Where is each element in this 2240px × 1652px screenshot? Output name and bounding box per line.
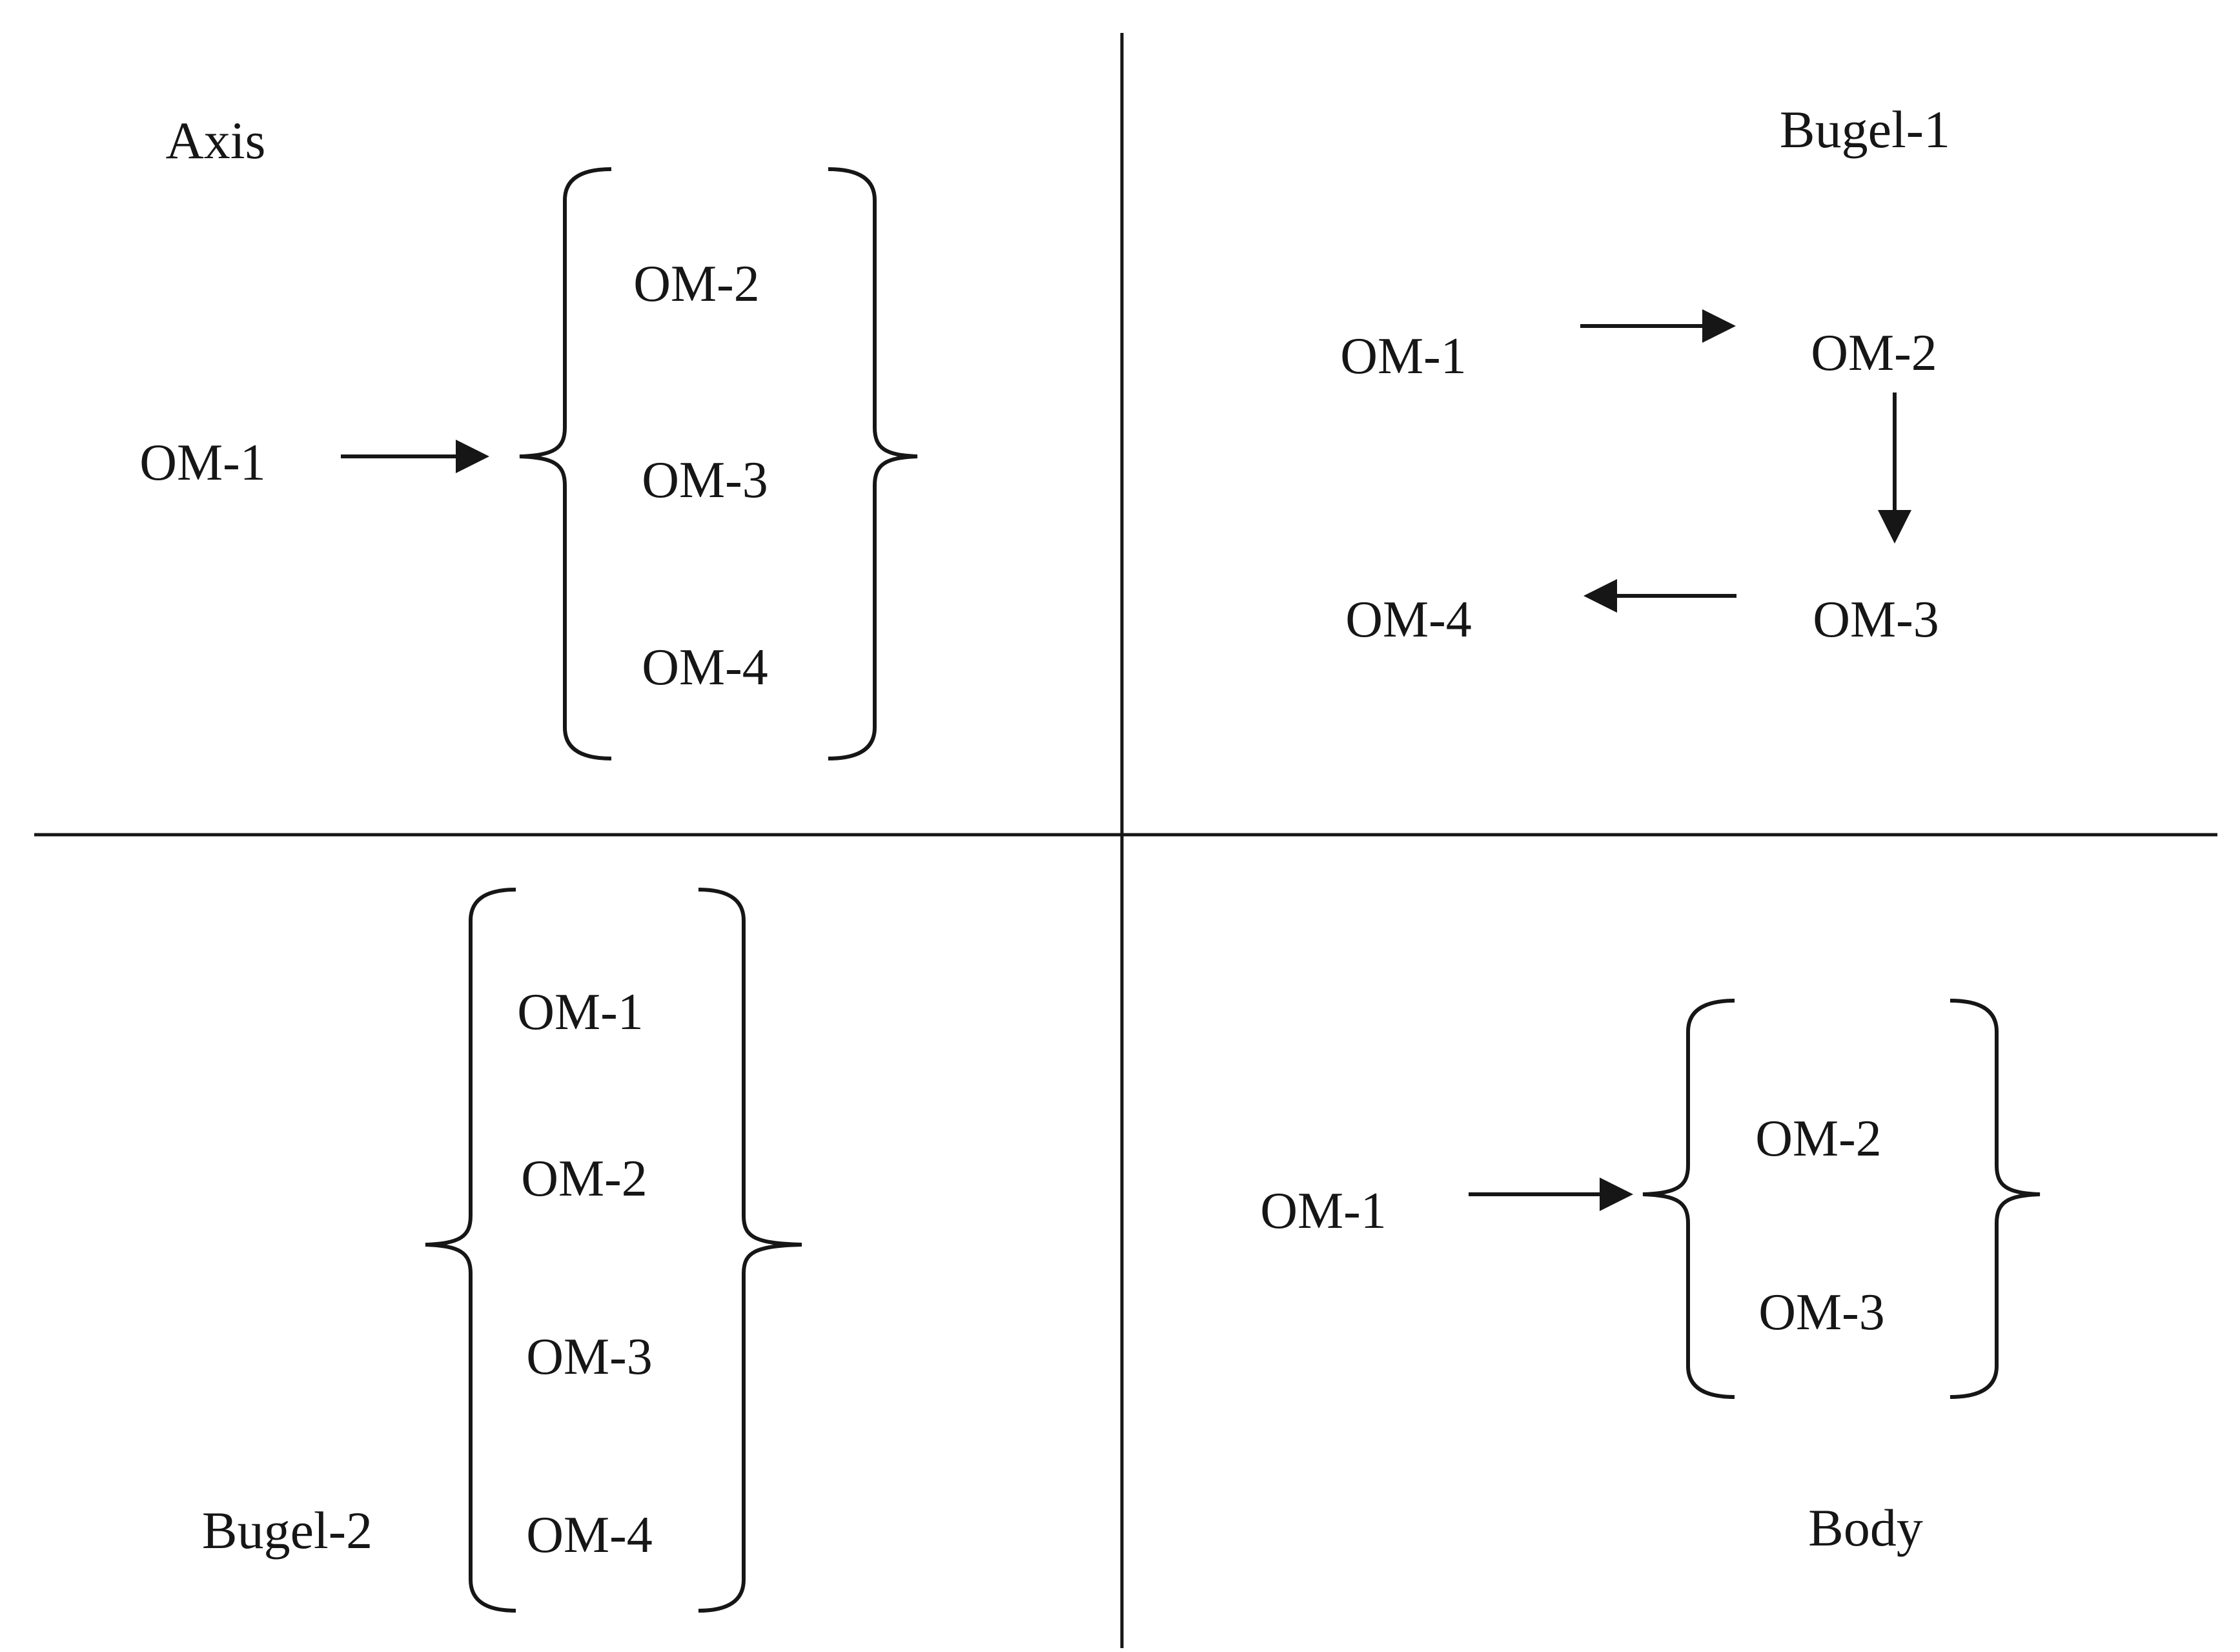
arrow-head bbox=[1878, 510, 1911, 544]
arrow-right-icon bbox=[1469, 1178, 1633, 1211]
arrow-right-icon bbox=[341, 440, 489, 473]
arrow-head bbox=[1702, 309, 1736, 343]
quadrant-title-bugel1: Bugel-1 bbox=[1780, 100, 1950, 159]
node-label-om4: OM-4 bbox=[642, 639, 768, 696]
quadrant-bugel2: Bugel-2 OM-1 OM-2 OM-3 OM-4 bbox=[202, 888, 802, 1613]
node-label-om4: OM-4 bbox=[1345, 591, 1472, 648]
node-label-om2: OM-2 bbox=[1811, 325, 1937, 382]
closing-brace bbox=[828, 167, 918, 760]
node-label-om1: OM-1 bbox=[139, 434, 266, 491]
arrow-head bbox=[1583, 579, 1617, 613]
quadrant-title-axis: Axis bbox=[166, 111, 266, 170]
quadrant-bugel1: Bugel-1 OM-1 OM-2 OM-3 OM-4 bbox=[1340, 100, 1950, 648]
node-label-om2: OM-2 bbox=[1755, 1110, 1882, 1167]
arrow-left-icon bbox=[1583, 579, 1736, 613]
arrow-head bbox=[1600, 1178, 1633, 1211]
arrow-head bbox=[456, 440, 489, 473]
arrow-right-icon bbox=[1580, 309, 1736, 343]
node-label-om1: OM-1 bbox=[1260, 1183, 1387, 1239]
quadrant-title-bugel2: Bugel-2 bbox=[202, 1501, 372, 1560]
closing-brace bbox=[698, 888, 802, 1613]
node-label-om3: OM-3 bbox=[1813, 591, 1939, 648]
node-label-om2: OM-2 bbox=[633, 256, 760, 312]
node-label-om2: OM-2 bbox=[521, 1150, 647, 1207]
node-label-om3: OM-3 bbox=[526, 1329, 653, 1385]
node-label-om1: OM-1 bbox=[517, 984, 644, 1041]
node-label-om4: OM-4 bbox=[526, 1507, 653, 1564]
node-label-om3: OM-3 bbox=[1758, 1284, 1885, 1341]
opening-brace bbox=[1642, 999, 1735, 1399]
quadrant-title-body: Body bbox=[1808, 1498, 1923, 1557]
node-label-om3: OM-3 bbox=[642, 452, 768, 509]
quadrant-body: Body OM-1 OM-2 OM-3 bbox=[1260, 999, 2041, 1557]
node-label-om1: OM-1 bbox=[1340, 328, 1467, 385]
arrow-down-icon bbox=[1878, 393, 1911, 544]
closing-brace bbox=[1950, 999, 2041, 1399]
quadrant-axis: Axis OM-1 OM-2 OM-3 OM-4 bbox=[139, 111, 918, 760]
opening-brace bbox=[519, 167, 612, 760]
opening-brace bbox=[425, 888, 516, 1613]
